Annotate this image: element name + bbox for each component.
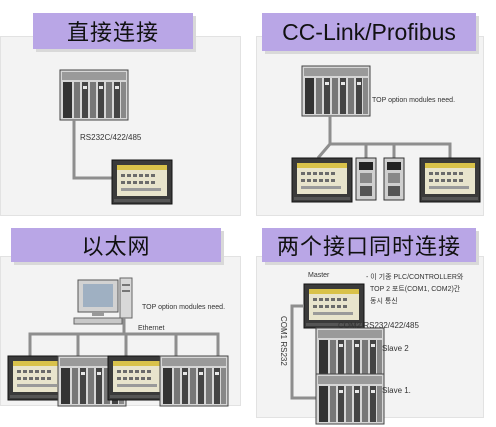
title-cclink-profibus: CC-Link/Profibus <box>262 13 476 51</box>
com2-label: COM2 RS232/422/485 <box>338 321 419 330</box>
slave2-label: Slave 2 <box>382 344 409 353</box>
dual-note-line-3: 동시 통신 <box>370 298 398 305</box>
cclink-option-note: TOP option modules need. <box>372 97 456 104</box>
dual-port-diagram <box>290 283 385 425</box>
computer-icon <box>73 277 133 325</box>
title-direct-connection: 直接连接 <box>33 13 193 49</box>
com1-rs232-label: COM1 RS232 <box>279 316 288 366</box>
slave2-plc-icon <box>315 327 385 379</box>
dual-note-line-2: TOP 2 포트(COM1, COM2)간 <box>370 286 461 293</box>
title-ethernet: 以太网 <box>11 228 221 262</box>
slave1-label: Slave 1. <box>382 386 411 395</box>
plc-rack-icon <box>159 355 229 407</box>
touch-panel-icon <box>419 157 481 203</box>
title-dual-port: 两个接口同时连接 <box>262 228 476 262</box>
ethernet-label: Ethernet <box>138 325 165 332</box>
cclink-diagram <box>291 65 481 203</box>
slave1-plc-icon <box>315 373 385 425</box>
direct-connection-diagram <box>59 69 173 205</box>
plc-rack-icon <box>301 65 371 117</box>
ethernet-option-note: TOP option modules need. <box>142 304 226 311</box>
plc-rack-icon <box>59 69 129 121</box>
ethernet-diagram <box>7 277 229 407</box>
rs232c-422-485-label: RS232C/422/485 <box>80 133 142 142</box>
drive-unit-icon <box>383 157 405 201</box>
drive-unit-icon <box>355 157 377 201</box>
dual-note-line-1: - 이 기종 PLC/CONTROLLER와 <box>366 274 464 281</box>
master-label: Master <box>308 272 330 279</box>
touch-panel-icon <box>111 159 173 205</box>
touch-panel-icon <box>291 157 353 203</box>
touch-panel-icon <box>107 355 169 401</box>
